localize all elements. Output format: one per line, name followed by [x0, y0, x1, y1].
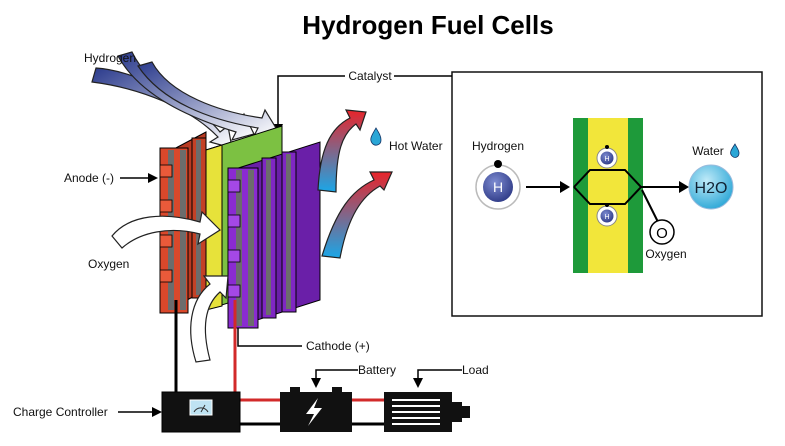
inset-oxygen-label: Oxygen [645, 247, 686, 261]
oxygen-label: Oxygen [88, 257, 129, 271]
inset-hydrogen-atom: H [475, 160, 521, 210]
inset-arrow-in [526, 181, 570, 193]
svg-text:H: H [604, 214, 609, 221]
circuit-wires [174, 300, 385, 426]
load-box [384, 392, 470, 432]
hot-water-drop-icon [370, 127, 382, 146]
anode-label: Anode (-) [64, 171, 114, 185]
charge-controller-label: Charge Controller [13, 405, 108, 419]
hot-water-label: Hot Water [389, 139, 443, 153]
cathode-label: Cathode (+) [306, 339, 370, 353]
hydrogen-label: Hydrogen [84, 51, 136, 65]
inset-membrane [573, 118, 643, 273]
hydrogen-inflow-arrows [91, 51, 277, 149]
svg-text:H: H [604, 156, 609, 163]
hot-water-outflow-arrows [317, 109, 393, 259]
svg-text:H2O: H2O [695, 180, 728, 197]
catalyst-label: Catalyst [348, 69, 392, 83]
inset-oxygen-link [641, 189, 659, 223]
inset-arrow-out [641, 181, 689, 193]
inset-water-molecule: H2O [688, 164, 734, 210]
water-drop-icon [730, 143, 740, 158]
inset-small-h-atom-top: H [596, 145, 618, 169]
inset-water-label: Water [692, 144, 724, 158]
inset-hydrogen-label: Hydrogen [472, 139, 524, 153]
load-label: Load [462, 363, 489, 377]
inset-hydrogen-symbol: H [493, 179, 503, 195]
page-title: Hydrogen Fuel Cells [302, 10, 553, 40]
lightning-icon [306, 398, 322, 426]
inset-oxygen-atom: O [649, 219, 675, 245]
svg-text:O: O [656, 225, 668, 242]
battery-label: Battery [358, 363, 396, 377]
inset-small-h-atom-bottom: H [596, 203, 618, 227]
battery-box [280, 387, 352, 432]
cathode-plate [227, 141, 321, 329]
catalyst-leader [277, 75, 345, 128]
oxygen-inflow-arrows [111, 210, 229, 363]
charge-controller-box [161, 391, 241, 433]
